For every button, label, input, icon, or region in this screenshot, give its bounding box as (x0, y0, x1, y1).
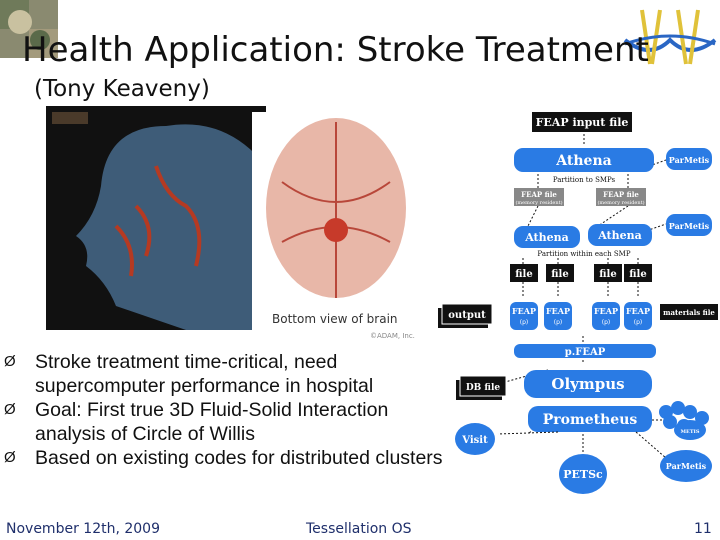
corner-decoration-image (0, 0, 58, 58)
svg-text:output: output (448, 310, 486, 321)
svg-text:(p): (p) (602, 319, 611, 326)
brain-bottom-view-image (252, 112, 420, 344)
svg-text:Partition to SMPs: Partition to SMPs (553, 176, 616, 184)
feap-input-file-box (532, 112, 632, 132)
file-box (510, 264, 538, 282)
feap-file-box-left (514, 188, 564, 206)
pfeap-bar (514, 344, 656, 358)
bullet-arrow-icon: Ø (4, 401, 16, 418)
bullet-arrow-icon: Ø (4, 449, 16, 466)
svg-text:ParMetis: ParMetis (669, 155, 710, 165)
prometheus-box (528, 406, 652, 432)
svg-text:(p): (p) (634, 319, 643, 326)
brain-credit: ©ADAM, Inc. (370, 332, 415, 340)
svg-text:Athena: Athena (597, 229, 642, 242)
svg-text:file: file (629, 269, 646, 280)
bullet-arrow-icon: Ø (4, 353, 16, 370)
svg-text:ParMetis: ParMetis (666, 461, 707, 471)
svg-text:Partition within each SMP: Partition within each SMP (537, 250, 630, 258)
svg-text:PETSc: PETSc (563, 468, 603, 481)
athena-top-box (514, 148, 654, 172)
feap-p-box (592, 302, 620, 330)
parmetis-top-box (666, 148, 712, 170)
svg-text:file: file (515, 269, 532, 280)
feap-p-box (624, 302, 652, 330)
parmetis-bottom-node (660, 450, 712, 482)
petsc-node (559, 454, 607, 494)
svg-text:METIS: METIS (680, 429, 699, 435)
svg-text:Olympus: Olympus (551, 375, 624, 393)
file-box (594, 264, 622, 282)
feap-file-box-right (596, 188, 646, 206)
svg-text:(memory resident): (memory resident) (515, 199, 562, 206)
svg-text:DB file: DB file (466, 383, 501, 393)
brain-caption: Bottom view of brain (272, 312, 398, 326)
software-architecture-diagram: FEAP input file Athena ParMetis Partitio… (438, 112, 718, 494)
athena-right-box (588, 224, 652, 246)
metis-node (674, 420, 706, 440)
file-box (624, 264, 652, 282)
svg-text:Visit: Visit (461, 435, 488, 446)
svg-text:FEAP: FEAP (626, 306, 650, 316)
footer-date: November 12th, 2009 (6, 521, 160, 537)
svg-text:(memory resident): (memory resident) (597, 199, 644, 206)
output-box (441, 303, 493, 325)
svg-text:FEAP: FEAP (512, 306, 536, 316)
feap-p-box (510, 302, 538, 330)
db-file-box (459, 375, 507, 397)
svg-text:Athena: Athena (555, 153, 611, 169)
svg-text:FEAP input file: FEAP input file (536, 116, 629, 129)
svg-text:(p): (p) (520, 319, 529, 326)
svg-text:(p): (p) (554, 319, 563, 326)
visit-node (455, 423, 495, 455)
svg-text:materials file: materials file (663, 308, 715, 317)
svg-text:Athena: Athena (524, 231, 569, 244)
materials-file-box (660, 304, 718, 320)
slide-title: Health Application: Stroke Treatment (22, 30, 649, 70)
svg-text:ParMetis: ParMetis (669, 221, 710, 231)
feap-p-box (544, 302, 572, 330)
head-arteries-image (46, 106, 266, 330)
parmetis-mid-box (666, 214, 712, 236)
file-box (546, 264, 574, 282)
olympus-box (524, 370, 652, 398)
svg-text:FEAP: FEAP (546, 306, 570, 316)
svg-text:Prometheus: Prometheus (543, 412, 638, 428)
svg-text:file: file (551, 269, 568, 280)
bridge-logo-icon (623, 9, 717, 65)
svg-text:file: file (599, 269, 616, 280)
svg-text:FEAP file: FEAP file (521, 190, 557, 199)
svg-text:FEAP file: FEAP file (603, 190, 639, 199)
svg-text:p.FEAP: p.FEAP (565, 347, 606, 358)
slide-subtitle: (Tony Keaveny) (34, 76, 210, 102)
footer-center: Tessellation OS (306, 521, 412, 537)
svg-text:FEAP: FEAP (594, 306, 618, 316)
page-number: 11 (694, 521, 712, 537)
athena-left-box (514, 226, 580, 248)
